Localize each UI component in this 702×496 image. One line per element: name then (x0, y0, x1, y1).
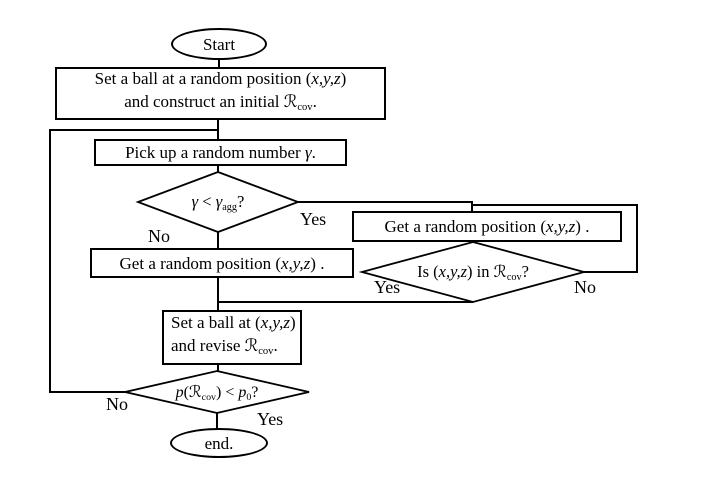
pick-text: . (311, 143, 316, 162)
xyz-variables: x,y,z (438, 262, 468, 281)
d3-text: ( (183, 384, 189, 401)
d2-yes-label: Yes (374, 277, 401, 297)
d2-no-label: No (574, 277, 596, 297)
cov-subscript: cov (506, 272, 522, 284)
xyz-variables: x,y,z (311, 69, 341, 89)
set-ball-label: Set a ball at (x,y,z) and revise ℛcov. (171, 311, 296, 363)
get-position-right-box: Get a random position (x,y,z) . (352, 211, 622, 242)
lt-operator: < (198, 192, 216, 211)
script-r-symbol: ℛ (244, 336, 259, 357)
zero-subscript: 0 (246, 391, 252, 403)
get-text: Get a random position ( (119, 253, 281, 273)
pick-box: Pick up a random number γ. (94, 139, 347, 166)
xyz-variables: x,y,z (546, 217, 576, 236)
d1-yes-label: Yes (300, 209, 327, 229)
init-text: ) (340, 69, 347, 89)
gamma-symbol: γ (215, 192, 223, 211)
p-symbol: p (175, 384, 184, 401)
get-text: Get a random position ( (384, 217, 546, 236)
get-position-left-label: Get a random position (x,y,z) . (120, 252, 325, 275)
pick-box-label: Pick up a random number γ. (125, 141, 316, 164)
script-r-symbol: ℛ (188, 382, 202, 401)
cov-subscript: cov (201, 391, 216, 403)
xyz-variables: x,y,z (281, 253, 311, 273)
decision-inregion-diamond (358, 241, 588, 303)
set-text: Set a ball at ( (171, 313, 261, 333)
edge-d3-no-loop (49, 129, 218, 393)
question-mark: ? (251, 384, 259, 401)
edge-d2-no-loop (472, 204, 638, 273)
pick-text: Pick up a random number (125, 143, 305, 162)
agg-subscript: agg (222, 202, 238, 214)
d3-text: ) < (215, 384, 239, 401)
start-node: Start (171, 28, 267, 60)
end-node: end. (170, 428, 268, 458)
decision-gamma-diamond (135, 171, 301, 233)
decision-inregion-label: Is (x,y,z) in ℛcov? (358, 262, 588, 288)
gamma-symbol: γ (304, 143, 312, 162)
question-mark: ? (237, 192, 245, 211)
script-r-symbol: ℛ (493, 262, 507, 281)
get-text: ) . (575, 217, 590, 236)
decision-probability-label: p(ℛcov) < p0? (122, 382, 312, 408)
set-ball-box: Set a ball at (x,y,z) and revise ℛcov. (162, 310, 302, 365)
p-symbol: p (238, 384, 247, 401)
d2-text: ) in (467, 262, 494, 281)
cov-subscript: cov (297, 102, 313, 114)
decision-probability-diamond (124, 370, 310, 414)
d2-text: Is ( (417, 262, 439, 281)
gamma-symbol: γ (191, 192, 199, 211)
get-text: ) . (310, 253, 325, 273)
get-position-right-label: Get a random position (x,y,z) . (385, 215, 590, 238)
xyz-variables: x,y,z (260, 313, 290, 333)
set-text: ) (289, 313, 296, 333)
d3-yes-label: Yes (257, 409, 284, 429)
edge-d1-yes (298, 201, 473, 212)
d1-no-label: No (148, 226, 170, 246)
end-label: end. (204, 433, 234, 453)
d3-no-label: No (106, 394, 128, 414)
init-text: . (312, 92, 317, 112)
init-box: Set a ball at a random position (x,y,z) … (55, 67, 386, 120)
question-mark: ? (521, 262, 529, 281)
set-text: and revise (171, 336, 245, 356)
init-text: Set a ball at a random position ( (94, 69, 312, 89)
start-label: Start (202, 34, 236, 54)
script-r-symbol: ℛ (283, 92, 298, 113)
init-box-label: Set a ball at a random position (x,y,z) … (95, 67, 347, 119)
get-position-left-box: Get a random position (x,y,z) . (90, 248, 354, 278)
set-text: . (273, 336, 278, 356)
cov-subscript: cov (258, 346, 274, 358)
decision-gamma-label: γ < γagg? (128, 192, 308, 218)
init-text: and construct an initial (124, 92, 284, 112)
